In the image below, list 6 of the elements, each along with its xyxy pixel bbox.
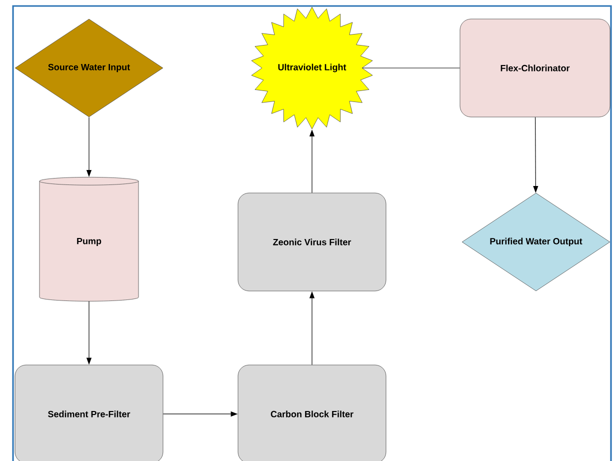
process-box: Sediment Pre-Filter xyxy=(14,364,164,461)
process-box: Flex-Chlorinator xyxy=(460,18,610,118)
process-box: Carbon Block Filter xyxy=(238,364,386,461)
process-box: Zeonic Virus Filter xyxy=(238,192,386,292)
starburst: Ultraviolet Light xyxy=(251,6,373,130)
pump-cylinder: Pump xyxy=(39,177,139,302)
